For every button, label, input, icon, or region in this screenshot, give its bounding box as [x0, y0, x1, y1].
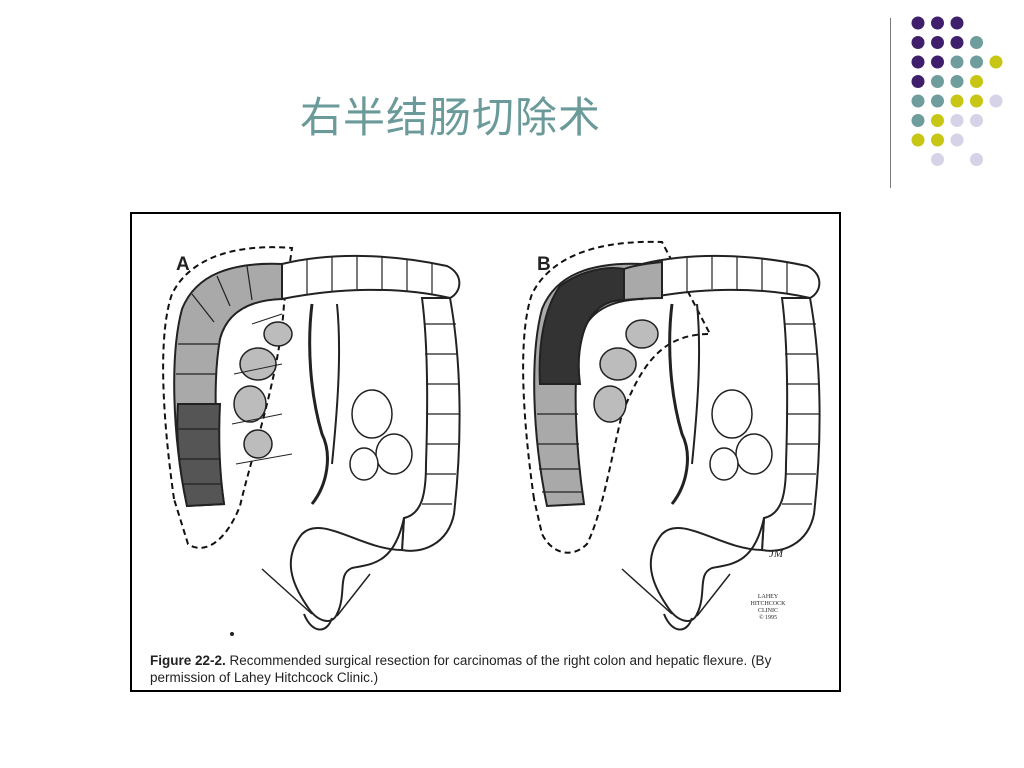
decorative-dot	[911, 75, 925, 88]
decorative-dot	[931, 16, 944, 30]
decorative-dot	[950, 36, 964, 49]
panel-b-label: B	[537, 254, 551, 275]
decorative-dot	[911, 16, 925, 30]
decorative-dot	[931, 75, 944, 88]
decorative-dot	[911, 55, 925, 69]
decorative-dot	[989, 94, 1003, 108]
clinic-stamp: LAHEY HITCHCOCK CLINIC © 1995	[750, 594, 786, 621]
decorative-dot	[911, 36, 925, 49]
decorative-dot	[931, 55, 944, 69]
decorative-dot	[950, 55, 964, 69]
decorative-dot	[970, 153, 983, 166]
colon-illustration	[162, 240, 821, 636]
panel-a-drawing	[162, 246, 461, 631]
decorative-dot	[970, 36, 983, 49]
decorative-dot	[950, 75, 964, 88]
decorative-dot	[950, 133, 964, 147]
decorative-dot	[950, 94, 964, 108]
decorative-dot	[970, 114, 983, 127]
decorative-dot	[970, 94, 983, 108]
decorative-dot-grid	[911, 16, 1003, 166]
figure-caption: Figure 22-2. Recommended surgical resect…	[150, 652, 810, 686]
decorative-dot	[911, 94, 925, 108]
decorative-dot	[970, 75, 983, 88]
decorative-dot	[970, 55, 983, 69]
decorative-dot	[931, 133, 944, 147]
decorative-dot	[911, 114, 925, 127]
decorative-dot	[989, 55, 1003, 69]
decorative-dot	[911, 133, 925, 147]
decorative-dot	[931, 36, 944, 49]
artist-initials: JM	[769, 548, 784, 560]
decorative-dot	[950, 114, 964, 127]
panel-b-drawing	[522, 240, 821, 631]
decorative-dot	[931, 153, 944, 166]
colon-resection-figure: A B JM LAHEY HITCHCOCK CLINIC © 1995 Fig…	[130, 212, 841, 692]
caption-label: Figure 22-2.	[150, 653, 226, 668]
decorative-dot	[931, 94, 944, 108]
caption-text: Recommended surgical resection for carci…	[150, 653, 772, 685]
decorative-divider	[890, 18, 891, 188]
decorative-dot	[950, 16, 964, 30]
decorative-dot	[931, 114, 944, 127]
slide-title: 右半结肠切除术	[300, 93, 602, 142]
panel-a-label: A	[176, 254, 190, 275]
